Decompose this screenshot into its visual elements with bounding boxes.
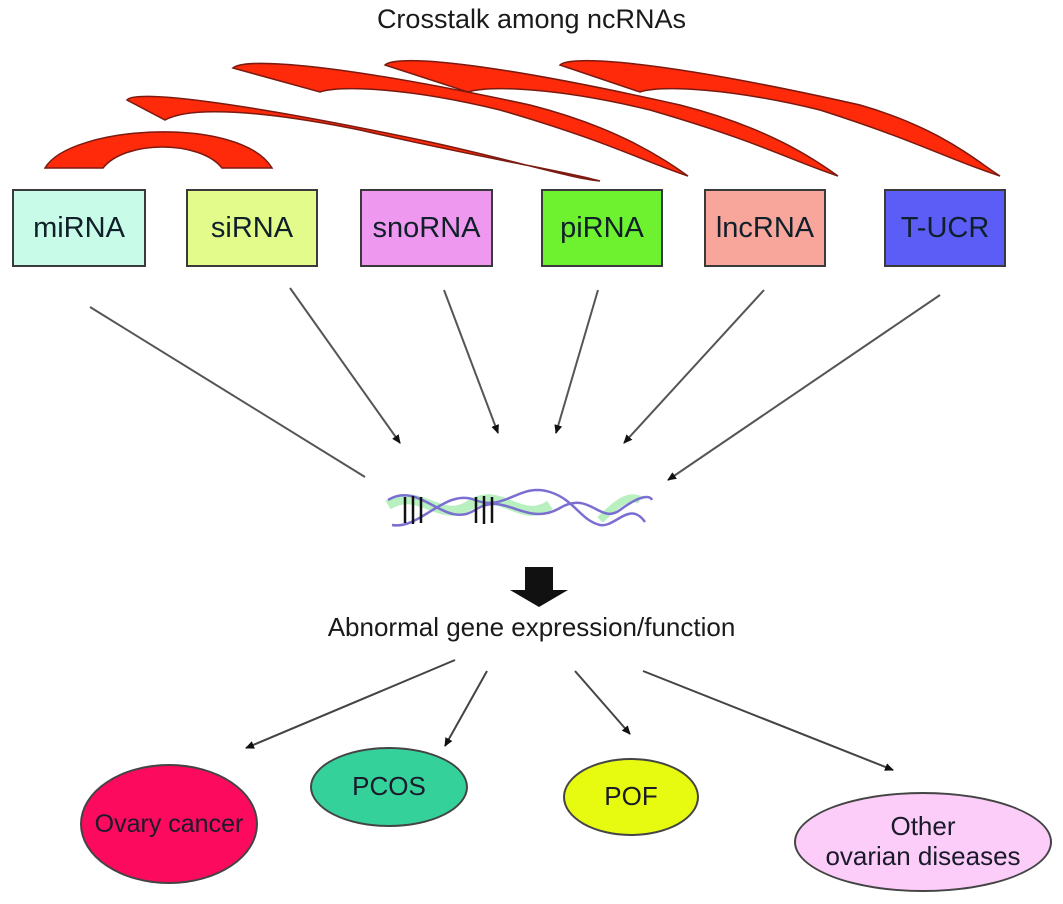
ncrna-box-tucr: T-UCR	[884, 189, 1006, 267]
crosstalk-arc-mirna-snorna	[125, 95, 601, 182]
disease-other-ovarian: Other ovarian diseases	[794, 792, 1052, 892]
ncrna-box-snorna: snoRNA	[360, 189, 493, 267]
crosstalk-arc-snorna-lncrna	[383, 59, 839, 177]
ncrna-box-pirna: piRNA	[541, 189, 663, 267]
arrow-to-other	[642, 670, 894, 771]
arrow-snorna-to-dna	[443, 289, 499, 434]
crosstalk-arc-pirna-tucr	[558, 59, 1001, 177]
arrow-lncrna-to-dna	[623, 289, 765, 444]
arrow-pirna-to-dna	[554, 289, 599, 434]
down-block-arrow-icon	[510, 567, 568, 607]
arrow-to-pcos	[444, 670, 488, 747]
disease-pcos: PCOS	[310, 747, 468, 827]
arrow-sirna-to-dna	[289, 287, 401, 444]
outcome-arrows	[245, 659, 894, 771]
ncrna-box-lncrna: lncRNA	[704, 189, 826, 267]
ncrna-box-mirna: miRNA	[12, 189, 146, 267]
disease-ovary-cancer: Ovary cancer	[80, 764, 258, 884]
arrow-to-ovary-cancer	[245, 659, 456, 749]
regulation-arrows	[89, 287, 941, 481]
arrow-tucr-to-dna	[667, 294, 941, 481]
crosstalk-arc-mirna-sirna	[43, 131, 274, 169]
arrow-mirna-to-dna	[89, 306, 366, 478]
disease-other-line1: Other	[890, 811, 956, 842]
ncrna-box-sirna: siRNA	[186, 189, 318, 267]
disease-pof: POF	[563, 758, 699, 836]
abnormal-expression-label: Abnormal gene expression/function	[327, 612, 736, 642]
crosstalk-arcs	[43, 59, 1001, 182]
crosstalk-arc-sirna-pirna	[231, 62, 689, 177]
diagram-title: Crosstalk among ncRNAs	[376, 4, 687, 34]
arrow-to-pof	[574, 670, 631, 735]
dna-double-helix-icon	[385, 488, 654, 527]
disease-other-line2: ovarian diseases	[825, 841, 1021, 871]
